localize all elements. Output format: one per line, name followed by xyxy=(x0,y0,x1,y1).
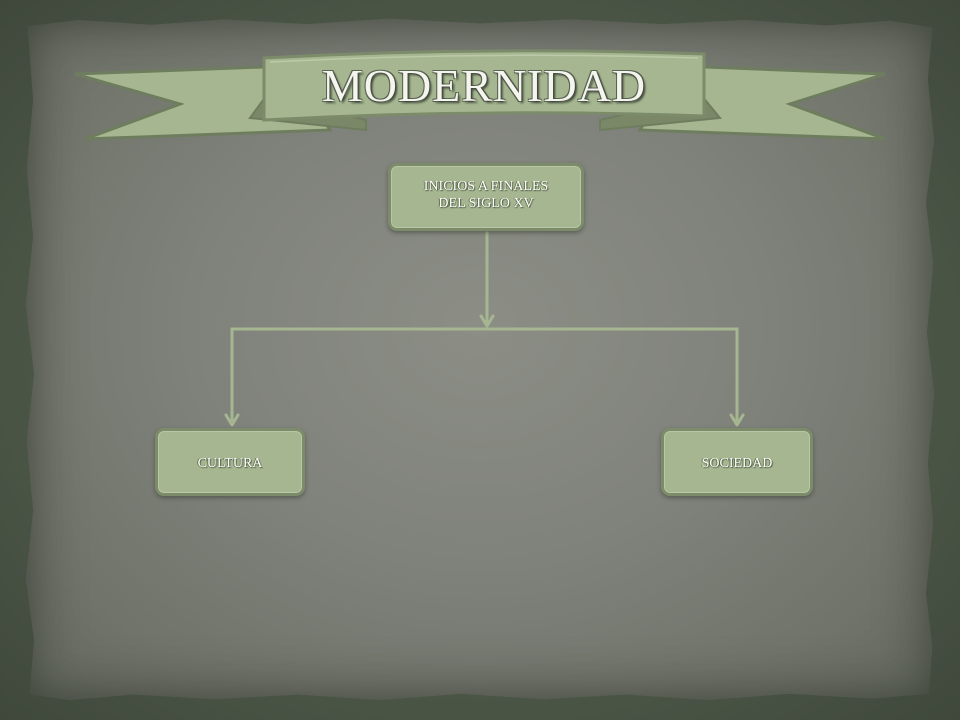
node-inicios-line-2: DEL SIGLO XV xyxy=(438,196,534,211)
node-cultura: CULTURA xyxy=(155,428,305,496)
connector-arrowheads xyxy=(224,314,745,427)
arrowhead-center xyxy=(479,314,495,328)
arrowhead-left xyxy=(224,413,240,427)
node-inicios-line-1: INICIOS A FINALES xyxy=(423,179,549,194)
node-inicios: INICIOS A FINALES DEL SIGLO XV xyxy=(388,163,584,231)
node-sociedad-label: SOCIEDAD xyxy=(701,456,773,471)
ribbon-center-highlight xyxy=(269,54,699,63)
node-sociedad: SOCIEDAD xyxy=(661,428,813,496)
arrowhead-right xyxy=(729,413,745,427)
node-cultura-label: CULTURA xyxy=(197,456,263,471)
ribbon-center-band xyxy=(262,49,706,122)
page-title: MODERNIDAD xyxy=(321,59,647,111)
connector-lines xyxy=(230,231,739,422)
